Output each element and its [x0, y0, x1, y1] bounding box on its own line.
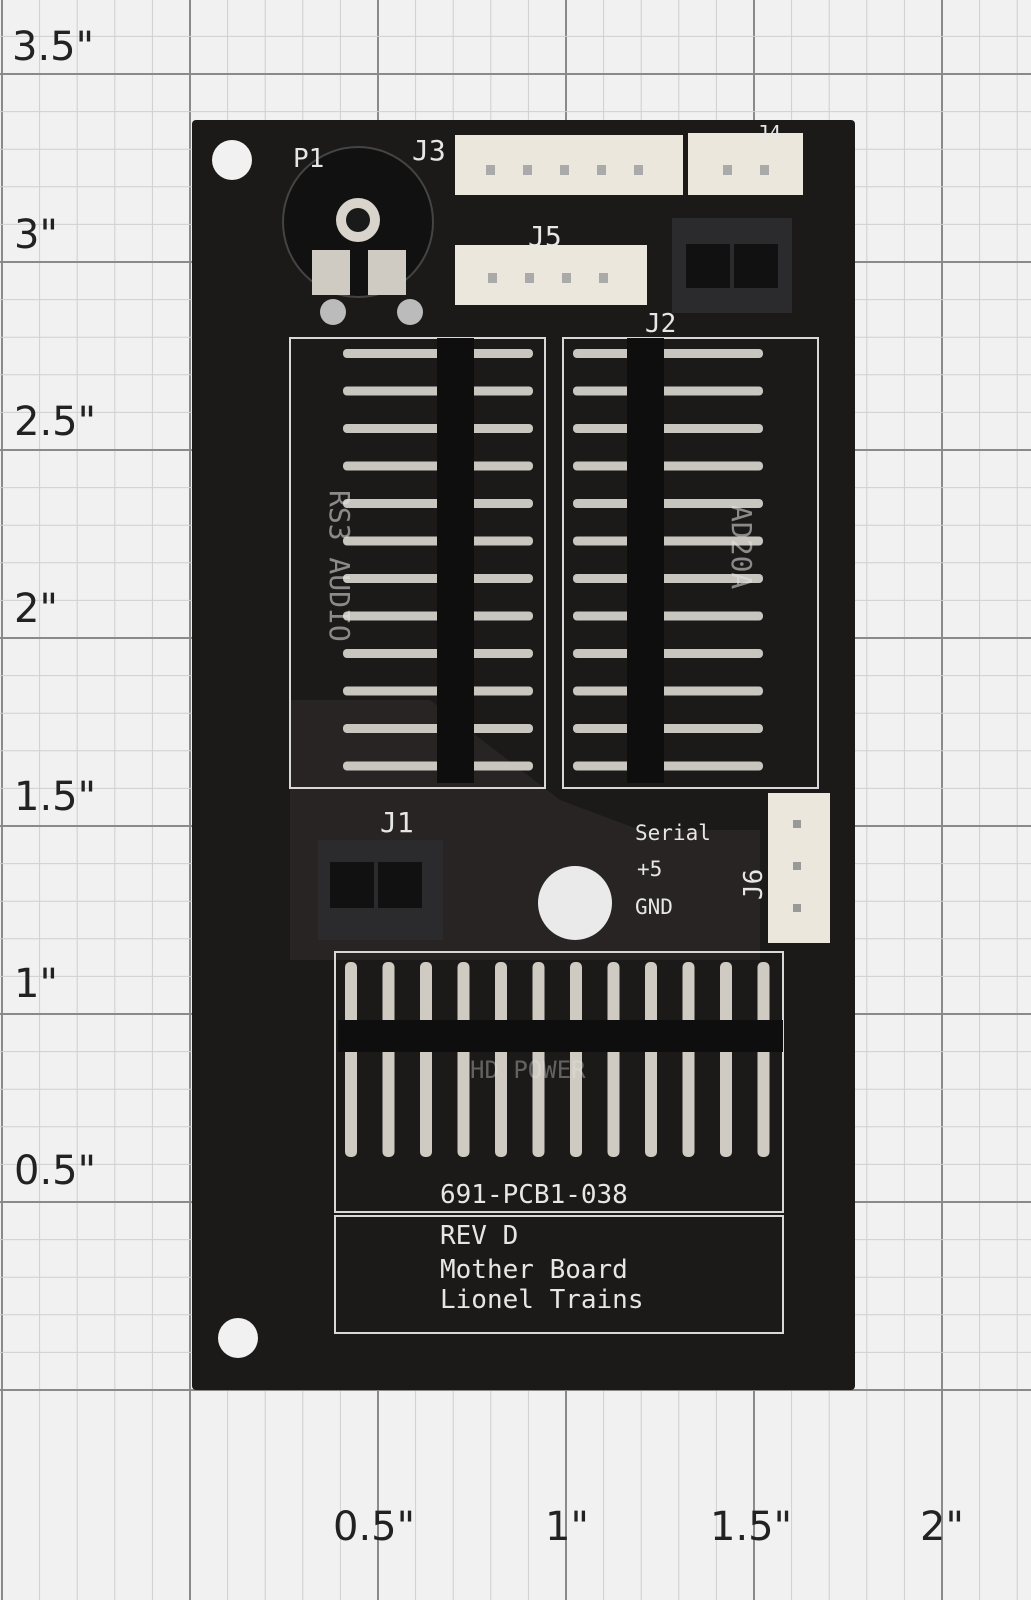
- header-pin: [573, 386, 763, 396]
- label-gnd: GND: [635, 895, 673, 919]
- header-pin: [495, 962, 507, 1157]
- header-pin: [457, 962, 470, 1157]
- connector-pin: [597, 165, 606, 175]
- connector-pin: [525, 273, 534, 283]
- connector-j3[interactable]: [455, 135, 683, 195]
- power-connector-j1[interactable]: [318, 840, 443, 940]
- ruler-label-0-5: 0.5": [14, 1148, 96, 1194]
- label-name: Mother Board: [440, 1255, 628, 1285]
- ruler-vertical-labels: 3.5" 3" 2.5" 2" 1.5" 1" 0.5": [12, 24, 96, 1194]
- label-j4: J4: [757, 121, 781, 145]
- label-j3: J3: [412, 134, 446, 167]
- header-pin: [573, 574, 763, 583]
- header-pin: [573, 686, 763, 696]
- header-housing: [338, 1020, 783, 1052]
- ruler-label-2-5: 2.5": [14, 399, 96, 445]
- connector-pin: [723, 165, 732, 175]
- connector-pin: [599, 273, 608, 283]
- potentiometer-p1[interactable]: [282, 146, 434, 325]
- connector-j6[interactable]: [768, 793, 830, 943]
- header-housing: [627, 338, 664, 783]
- header-pin: [645, 962, 657, 1157]
- ruler-label-h-2: 2": [920, 1504, 964, 1550]
- header-pin: [382, 962, 395, 1157]
- connector-pin: [523, 165, 532, 175]
- ruler-label-1: 1": [14, 961, 58, 1007]
- label-j1: J1: [380, 806, 414, 839]
- label-bottom-header: HD POWER: [470, 1056, 586, 1084]
- header-pin: [570, 962, 582, 1157]
- label-part-number: 691-PCB1-038: [440, 1180, 628, 1210]
- ruler-label-3: 3": [14, 212, 58, 258]
- connector-pin: [562, 273, 571, 283]
- label-j5: J5: [528, 220, 562, 253]
- header-pin: [573, 611, 763, 621]
- label-j6: J6: [739, 869, 769, 900]
- connector-j4[interactable]: [688, 133, 803, 195]
- label-maker: Lionel Trains: [440, 1285, 644, 1315]
- connector-pin: [634, 165, 643, 175]
- connector-pin: [488, 273, 497, 283]
- mounting-hole: [218, 1318, 258, 1358]
- connector-pin: [760, 165, 769, 175]
- label-rev: REV D: [440, 1221, 518, 1251]
- ruler-horizontal-labels: 0.5" 1" 1.5" 2": [333, 1504, 964, 1550]
- ruler-label-h-1-5: 1.5": [710, 1504, 792, 1550]
- header-pin: [573, 499, 763, 508]
- ruler-label-2: 2": [14, 586, 58, 632]
- label-j2: J2: [645, 309, 676, 339]
- ruler-label-1-5: 1.5": [14, 774, 96, 820]
- header-pin: [757, 962, 770, 1157]
- mounting-hole: [538, 866, 612, 940]
- pin-headers: [338, 338, 783, 1157]
- header-pin: [420, 962, 432, 1157]
- connector-pin: [560, 165, 569, 175]
- header-pin: [573, 724, 763, 733]
- label-serial: Serial: [635, 821, 711, 845]
- connector-pin: [486, 165, 495, 175]
- label-p1: P1: [293, 144, 324, 174]
- header-pin: [532, 962, 545, 1157]
- label-left-header: RS3 AUDIO: [323, 490, 356, 642]
- header-pin: [682, 962, 695, 1157]
- header-pin: [345, 962, 357, 1157]
- silkscreen-outlines: [289, 337, 819, 1334]
- ruler-label-h-1: 1": [545, 1504, 589, 1550]
- header-pin: [607, 962, 620, 1157]
- label-plus5: +5: [637, 857, 662, 881]
- header-pin: [720, 962, 732, 1157]
- ruler-label-h-0-5: 0.5": [333, 1504, 415, 1550]
- header-pin: [573, 761, 763, 771]
- header-pin: [573, 649, 763, 658]
- ruler-label-3-5: 3.5": [12, 24, 94, 70]
- connector-j5[interactable]: [455, 245, 647, 305]
- power-connector-j2[interactable]: [672, 218, 792, 313]
- header-housing: [437, 338, 474, 783]
- header-pin: [573, 424, 763, 433]
- label-right-header: AD20A: [725, 505, 758, 589]
- header-pin: [573, 461, 763, 471]
- header-pin: [573, 536, 763, 546]
- mounting-hole: [212, 140, 252, 180]
- header-pin: [573, 349, 763, 358]
